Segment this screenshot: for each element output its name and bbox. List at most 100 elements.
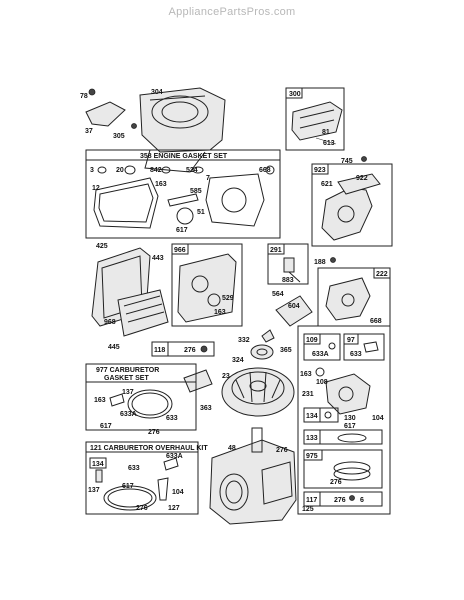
crankcase-gasket[interactable] xyxy=(205,173,265,227)
label-604: 604 xyxy=(288,303,300,310)
label-524: 524 xyxy=(186,167,198,174)
label-745: 745 xyxy=(341,158,353,165)
carb-overhaul-kit-frame xyxy=(85,441,199,515)
label-6: 6 xyxy=(360,497,364,504)
screw-745 xyxy=(361,156,367,162)
box-97-number: 97 xyxy=(347,337,355,344)
label-633: 633 xyxy=(350,351,362,358)
carburetor-lower[interactable] xyxy=(325,373,371,415)
box-975-number: 975 xyxy=(306,453,318,460)
bracket-604[interactable] xyxy=(275,295,313,327)
label-633ac: 633A xyxy=(166,453,183,460)
ignition-armature-363[interactable] xyxy=(183,369,213,393)
label-425: 425 xyxy=(96,243,108,250)
label-12: 12 xyxy=(92,185,100,192)
label-617d: 617 xyxy=(122,483,134,490)
carb-gasket-set-frame xyxy=(85,363,197,431)
label-104a: 104 xyxy=(372,415,384,422)
fuel-solenoid-291[interactable] xyxy=(283,257,301,283)
box-117-number: 117 xyxy=(306,497,317,504)
flywheel-23[interactable] xyxy=(221,367,295,417)
label-529: 529 xyxy=(222,295,234,302)
blower-housing[interactable] xyxy=(139,87,226,173)
box-222-number: 222 xyxy=(376,271,388,278)
air-filter[interactable] xyxy=(117,289,169,337)
box-975 xyxy=(303,449,383,489)
box-118-number: 118 xyxy=(154,347,165,354)
carb-gasket-set-title-2: GASKET SET xyxy=(104,375,149,382)
label-613: 613 xyxy=(323,140,335,147)
governor-control-222[interactable] xyxy=(325,277,371,321)
air-guide-part[interactable] xyxy=(85,101,126,127)
label-668a: 668 xyxy=(259,167,271,174)
label-163a: 163 xyxy=(155,181,167,188)
label-968: 968 xyxy=(104,319,116,326)
air-cleaner-body-966[interactable] xyxy=(177,253,237,323)
engine-block-48[interactable] xyxy=(209,427,297,525)
label-633ab: 633A xyxy=(120,411,137,418)
label-188: 188 xyxy=(314,259,326,266)
overhaul-gasket-ring xyxy=(103,485,157,511)
box-291-number: 291 xyxy=(270,247,282,254)
label-276f: 276 xyxy=(334,497,346,504)
engine-gasket-set-title: 358 ENGINE GASKET SET xyxy=(140,153,228,160)
screw-188 xyxy=(330,257,336,263)
label-20: 20 xyxy=(116,167,124,174)
label-621: 621 xyxy=(321,181,333,188)
muffler[interactable] xyxy=(291,101,343,141)
label-445: 445 xyxy=(108,344,120,351)
starter-cup-324[interactable] xyxy=(250,344,274,360)
label-304: 304 xyxy=(151,89,163,96)
label-51: 51 xyxy=(197,209,205,216)
label-104b: 104 xyxy=(172,489,184,496)
label-23: 23 xyxy=(222,373,230,380)
box-291 xyxy=(267,243,309,285)
label-305: 305 xyxy=(113,133,125,140)
label-48: 48 xyxy=(228,445,236,452)
label-108: 108 xyxy=(316,379,328,386)
label-668b: 668 xyxy=(370,318,382,325)
screw-305 xyxy=(131,123,137,129)
label-163b: 163 xyxy=(214,309,226,316)
box-300-number: 300 xyxy=(289,91,301,98)
label-365: 365 xyxy=(280,347,292,354)
box-134-left xyxy=(89,457,107,469)
head-gasket[interactable] xyxy=(93,177,159,229)
box-109 xyxy=(303,333,341,361)
label-617b: 617 xyxy=(344,423,356,430)
label-276a: 276 xyxy=(184,347,196,354)
label-585: 585 xyxy=(190,188,202,195)
label-363: 363 xyxy=(200,405,212,412)
label-137a: 137 xyxy=(122,389,134,396)
label-276d: 276 xyxy=(136,505,148,512)
box-133-number: 133 xyxy=(306,435,318,442)
float-bowl-gasket xyxy=(127,389,173,419)
label-922: 922 xyxy=(356,175,368,182)
label-633c: 633 xyxy=(128,465,140,472)
label-7: 7 xyxy=(206,175,210,182)
label-3: 3 xyxy=(90,167,94,174)
label-617c: 617 xyxy=(100,423,112,430)
engine-gasket-set-frame xyxy=(85,149,281,239)
label-137b: 137 xyxy=(88,487,100,494)
label-78: 78 xyxy=(80,93,88,100)
box-125-frame xyxy=(297,325,391,515)
label-276e: 276 xyxy=(330,479,342,486)
box-134-right-number: 134 xyxy=(306,413,318,420)
label-617a: 617 xyxy=(176,227,188,234)
nut-332 xyxy=(261,329,275,343)
label-81: 81 xyxy=(322,129,330,136)
label-842: 842 xyxy=(150,167,162,174)
box-109-number: 109 xyxy=(306,337,318,344)
label-633a: 633A xyxy=(312,351,329,358)
label-443: 443 xyxy=(152,255,164,262)
carb-overhaul-kit-title: 121 CARBURETOR OVERHAUL KIT xyxy=(90,445,208,452)
label-130: 130 xyxy=(344,415,356,422)
label-324: 324 xyxy=(232,357,244,364)
box-923 xyxy=(311,163,393,247)
label-231: 231 xyxy=(302,391,314,398)
label-37: 37 xyxy=(85,128,93,135)
carburetor-923[interactable] xyxy=(321,173,381,241)
label-564: 564 xyxy=(272,291,284,298)
